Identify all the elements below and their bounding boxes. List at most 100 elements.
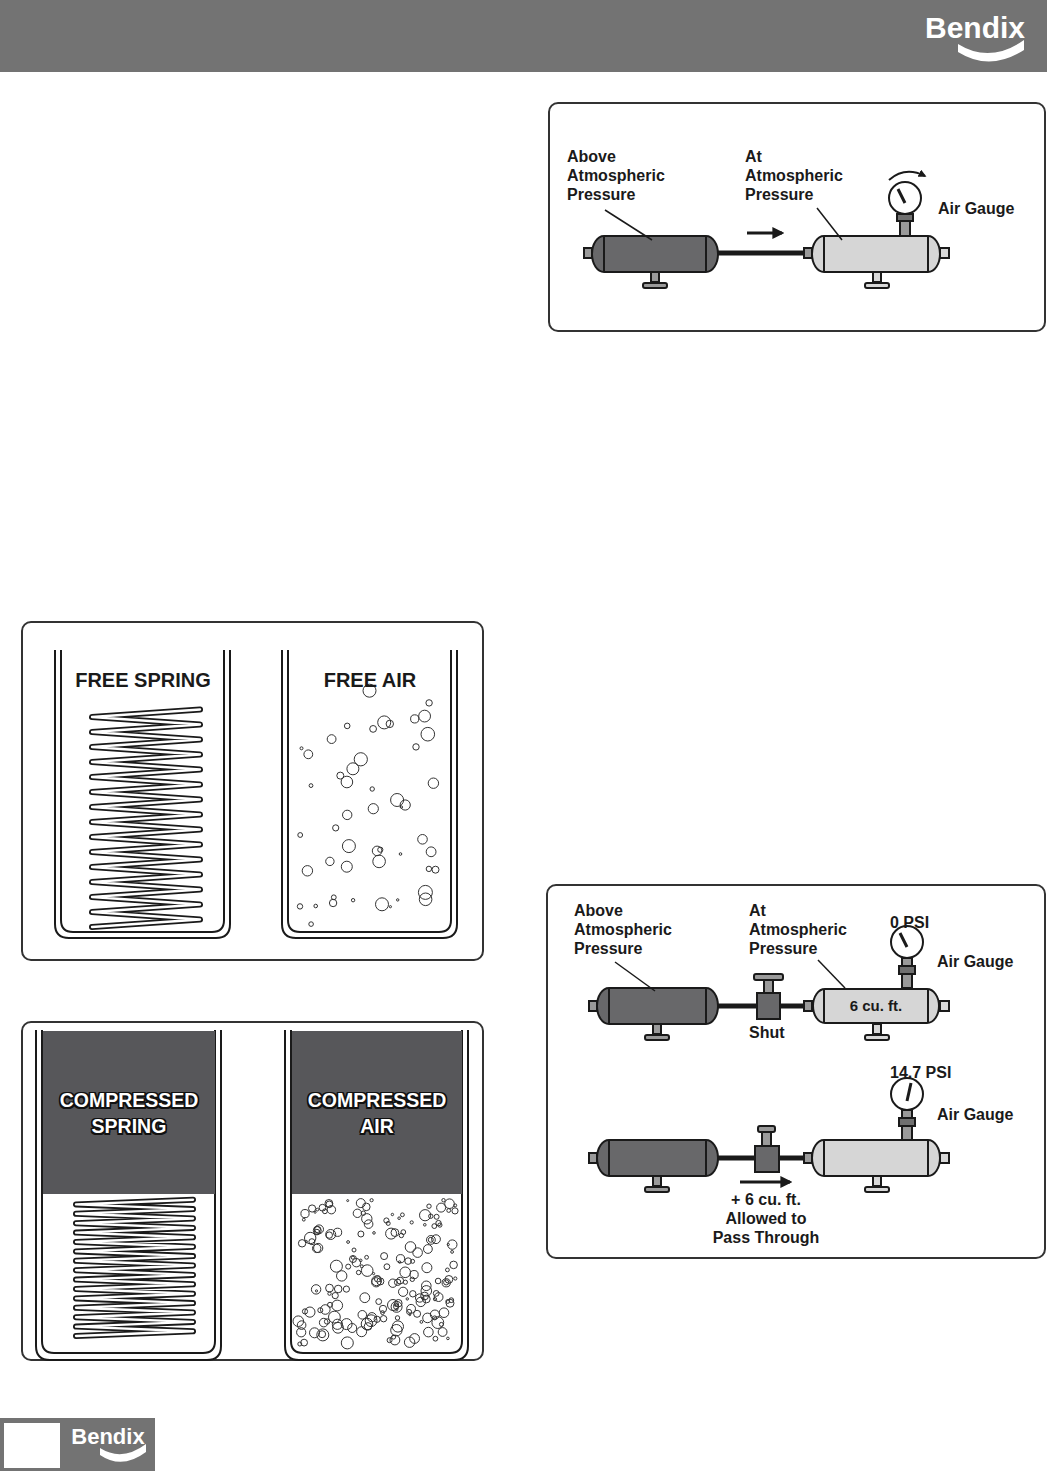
bubble [411, 715, 419, 723]
bubble [399, 853, 402, 856]
bubble [326, 1232, 332, 1238]
bubble [374, 1276, 380, 1282]
bubble [418, 885, 432, 899]
bubble [373, 855, 386, 868]
air-bubbles [293, 684, 458, 1349]
bubble [346, 1264, 351, 1269]
bubble [365, 1315, 377, 1327]
bubble [452, 1208, 458, 1214]
page-box [4, 1423, 60, 1468]
bubble [362, 1214, 372, 1224]
bubble [405, 1242, 416, 1253]
bubble [327, 735, 336, 744]
callout-label: At Atmospheric Pressure [745, 147, 857, 204]
bubble [419, 710, 431, 722]
bubble [381, 1253, 388, 1260]
bubble [319, 1204, 326, 1211]
bubble [439, 1308, 449, 1318]
bubble [333, 1322, 344, 1333]
bubble [398, 1217, 401, 1220]
bubble [420, 1321, 423, 1324]
node-text: Bendix [71, 1424, 144, 1450]
bubble [334, 1285, 342, 1293]
bubble [370, 1199, 373, 1202]
bubble [314, 904, 318, 908]
node-text: COMPRESSED SPRING [43, 1087, 215, 1139]
bubble [310, 1328, 320, 1338]
callout-label: Air Gauge [937, 1105, 1037, 1124]
logo: Bendix [915, 4, 1035, 50]
bubble [451, 1251, 454, 1254]
callout-label: 0 PSI [890, 913, 950, 932]
bubble [384, 1264, 390, 1270]
bubble [426, 866, 431, 871]
bubble [397, 899, 399, 901]
bubble [424, 1224, 427, 1227]
bubble [378, 847, 383, 852]
bubble [360, 1293, 370, 1303]
bubble [376, 898, 389, 911]
bubble [347, 1241, 350, 1244]
bubble [446, 1268, 450, 1272]
bubble [316, 1208, 319, 1211]
bubble [396, 1255, 404, 1263]
bubble [410, 1221, 413, 1224]
bubble [423, 1313, 433, 1323]
bubble [354, 753, 367, 766]
callout-label: 14.7 PSI [890, 1063, 970, 1082]
bubble [454, 1204, 457, 1207]
bubble [391, 1301, 402, 1312]
bubble [305, 1232, 316, 1243]
bubble [442, 1279, 450, 1287]
bubble [317, 1329, 329, 1341]
bubble [319, 1318, 328, 1327]
compressed-band: COMPRESSED SPRING [43, 1031, 215, 1194]
node-text: COMPRESSED AIR [292, 1087, 462, 1139]
bubble [445, 1199, 455, 1209]
bubble [395, 1316, 399, 1320]
bubble [438, 1328, 447, 1337]
bubble [424, 1327, 434, 1337]
bubble [361, 1318, 373, 1330]
bubble [434, 1214, 439, 1219]
bubble [321, 1305, 331, 1315]
bubble [326, 1284, 334, 1292]
bubble [391, 794, 404, 807]
bubble [297, 904, 302, 909]
bubble [318, 1308, 323, 1313]
bubble [404, 1337, 414, 1347]
callout-label: Above Atmospheric Pressure [574, 901, 686, 958]
springs [76, 710, 200, 1337]
bubble [454, 1277, 457, 1280]
bubble [300, 747, 303, 750]
bubble [372, 1278, 381, 1287]
bubble [373, 1273, 375, 1275]
spring-coil [76, 1200, 193, 1336]
bubble [399, 1287, 408, 1296]
bubble [432, 866, 439, 873]
bubble [390, 1335, 400, 1345]
bubble [373, 1232, 376, 1235]
bubble [332, 1293, 338, 1299]
bubble [381, 1311, 385, 1315]
air-tank: 6 cu. ft. [812, 988, 940, 1024]
bubble [311, 1285, 320, 1294]
bubble [313, 1244, 321, 1252]
spring-coil [76, 1200, 193, 1336]
bubble [376, 1299, 382, 1305]
bubble [430, 1310, 439, 1319]
callout-label: Shut [749, 1023, 809, 1042]
bubble [447, 1209, 451, 1213]
bubble [399, 1233, 403, 1237]
node-text: FREE SPRING [75, 668, 211, 692]
container: FREE AIR [289, 660, 451, 700]
bubble [314, 1229, 320, 1235]
bubble [337, 1271, 347, 1281]
bubble [302, 1218, 305, 1221]
bubble [315, 1290, 317, 1292]
figure-frames [22, 103, 1045, 1360]
bubble [341, 776, 353, 788]
bubble [297, 1328, 306, 1337]
